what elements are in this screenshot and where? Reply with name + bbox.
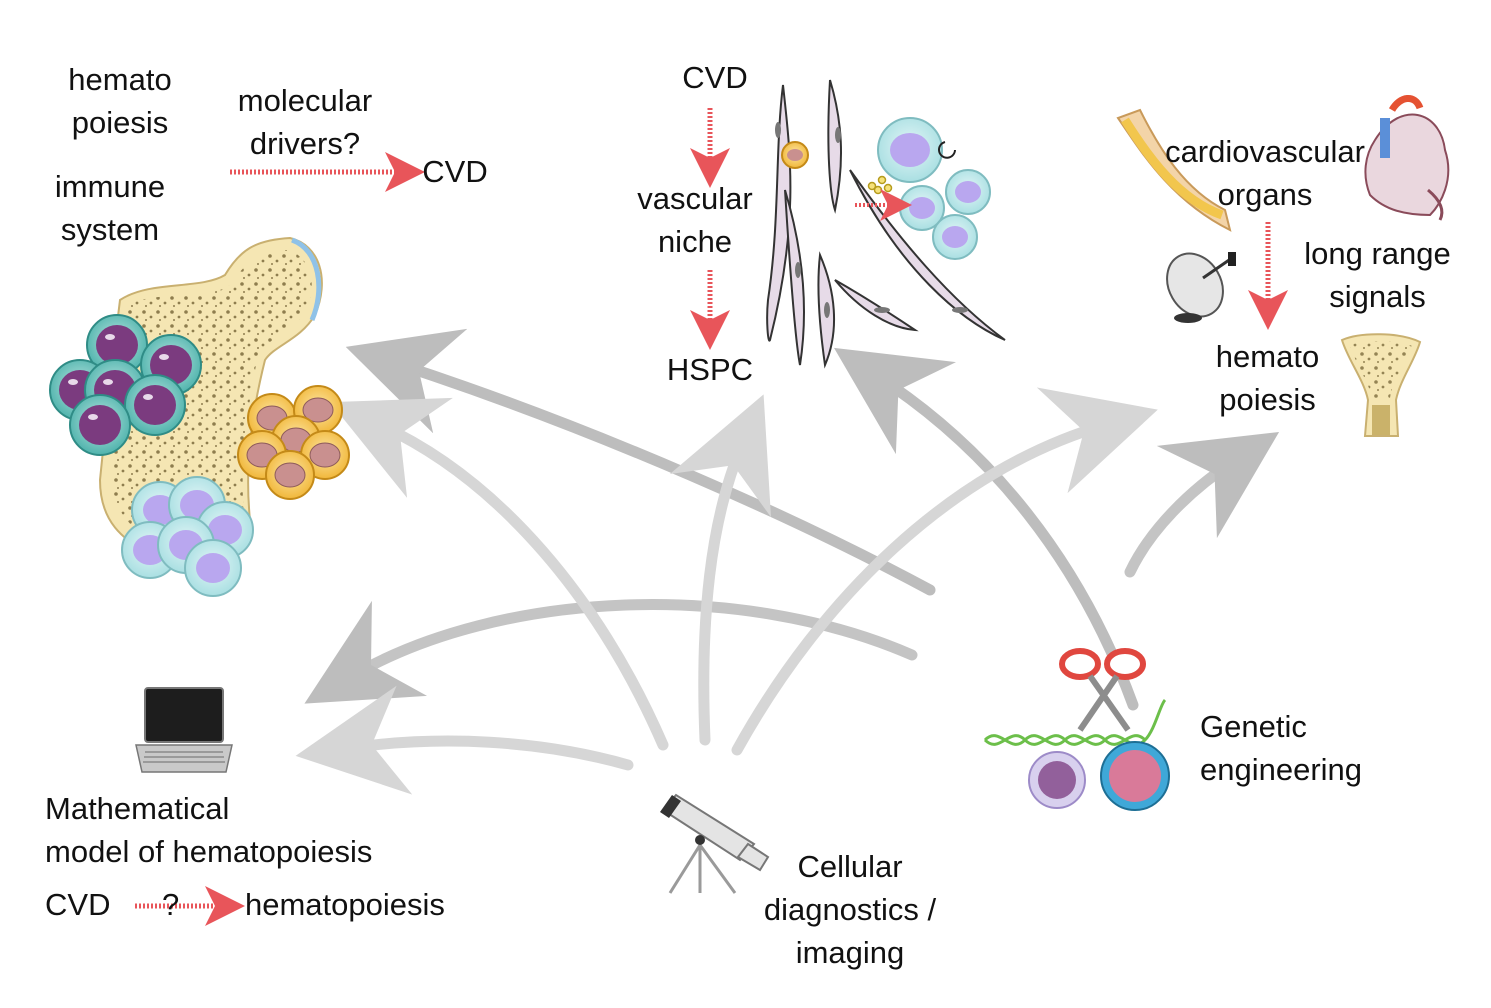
label-model: model of hematopoiesis bbox=[45, 834, 373, 869]
arrow-genetic-to-organs bbox=[1124, 431, 1280, 578]
label-vascular: vascular bbox=[637, 181, 753, 216]
label-cvd-bottom: CVD bbox=[45, 887, 111, 922]
label-poiesis: poiesis bbox=[71, 105, 169, 140]
genetic-cells bbox=[1028, 741, 1170, 811]
arrow-imaging-to-niche bbox=[669, 394, 772, 746]
arrow-genetic-to-niche bbox=[833, 347, 1139, 711]
bone-icon bbox=[1340, 333, 1422, 437]
arrow-imaging-to-organs bbox=[731, 387, 1158, 756]
label-diagnostics: diagnostics / bbox=[763, 892, 937, 927]
heart-icon bbox=[1364, 95, 1450, 221]
label-cvd-top-left: CVD bbox=[422, 154, 488, 189]
artery-icon bbox=[1116, 108, 1232, 232]
label-long-range: long range bbox=[1304, 236, 1451, 271]
lilac-cell-cluster bbox=[121, 476, 254, 597]
scissors-icon bbox=[1059, 648, 1146, 732]
label-cardiovascular: cardiovascular bbox=[1165, 134, 1365, 169]
vascular-niche-illustration bbox=[766, 79, 1006, 369]
label-cellular: Cellular bbox=[797, 849, 903, 884]
label-organs: organs bbox=[1217, 177, 1313, 212]
label-signals: signals bbox=[1329, 279, 1426, 314]
label-question: ? bbox=[162, 887, 180, 922]
purple-cell-cluster bbox=[49, 314, 202, 456]
label-hemato-right: hemato bbox=[1215, 339, 1320, 374]
label-niche: niche bbox=[657, 224, 733, 259]
label-hspc: HSPC bbox=[666, 352, 754, 387]
label-hematopoiesis: hematopoiesis bbox=[245, 887, 445, 922]
label-system: system bbox=[60, 212, 160, 247]
dna-helix-icon bbox=[983, 698, 1167, 746]
label-drivers: drivers? bbox=[249, 126, 361, 161]
arrow-imaging-to-math bbox=[295, 685, 634, 795]
label-mathematical: Mathematical bbox=[45, 791, 230, 826]
orange-cell-cluster bbox=[237, 385, 350, 500]
laptop-icon bbox=[135, 687, 233, 773]
bone-marrow-illustration bbox=[49, 236, 350, 597]
label-immune: immune bbox=[54, 169, 166, 204]
label-hemato: hemato bbox=[68, 62, 172, 97]
label-engineering: engineering bbox=[1200, 752, 1363, 787]
label-poiesis-right: poiesis bbox=[1219, 382, 1316, 417]
label-molecular: molecular bbox=[237, 83, 373, 118]
label-imaging: imaging bbox=[795, 935, 905, 970]
label-cvd-top-center: CVD bbox=[682, 60, 748, 95]
connection-arrows bbox=[295, 328, 1280, 795]
telescope-icon bbox=[660, 793, 770, 894]
arrow-imaging-to-bone bbox=[330, 397, 669, 751]
label-genetic: Genetic bbox=[1200, 709, 1307, 744]
arrow-genetic-to-math bbox=[304, 599, 918, 704]
arrow-genetic-to-bone bbox=[345, 328, 936, 596]
satellite-dish-icon bbox=[1166, 252, 1236, 323]
